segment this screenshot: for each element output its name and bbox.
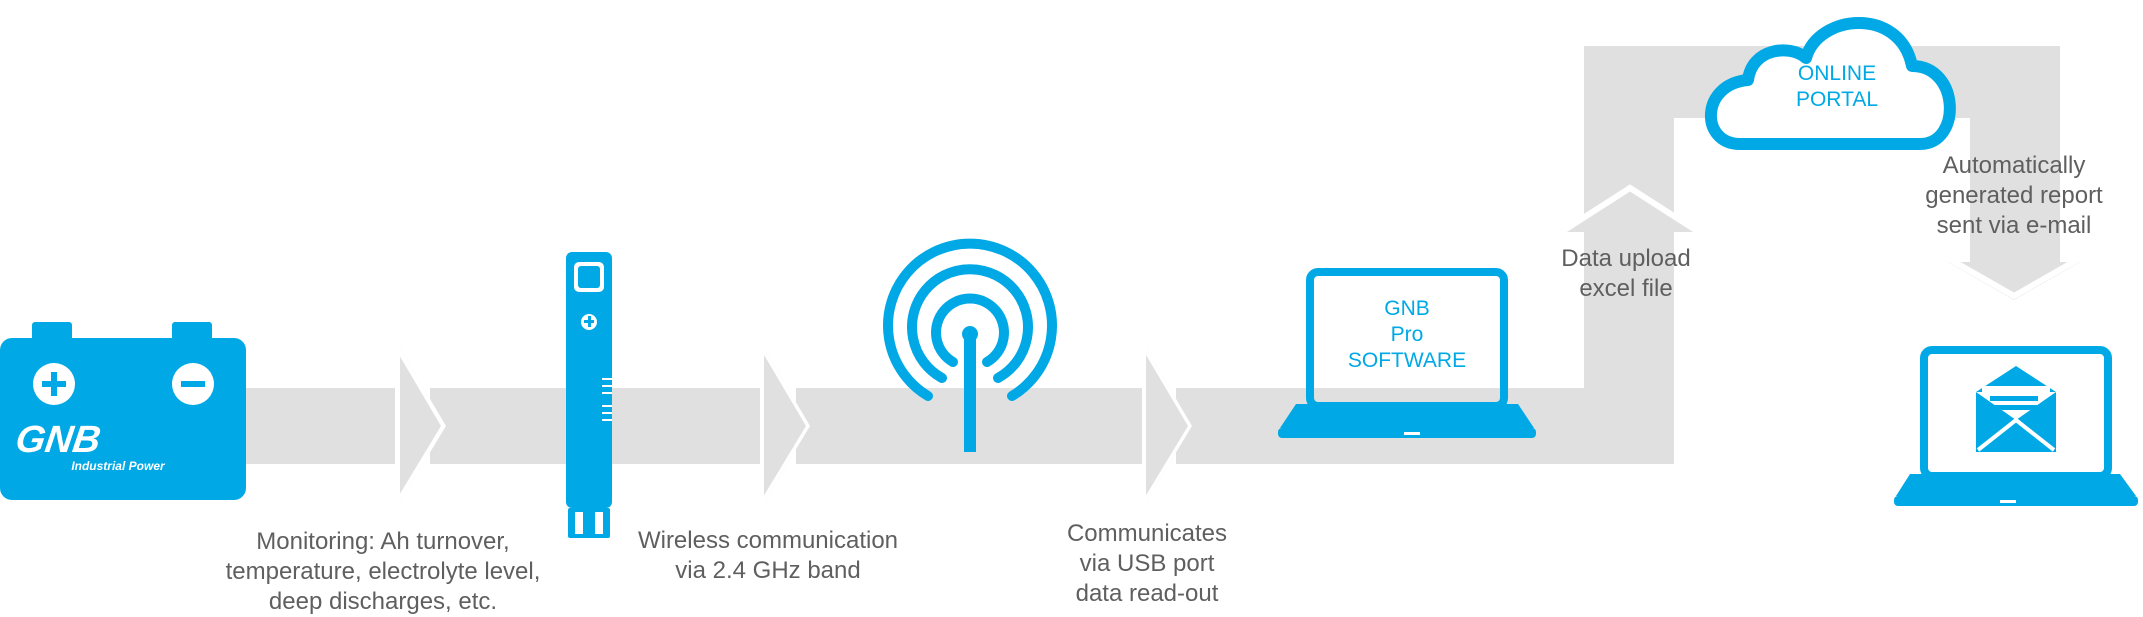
battery-logo: GNB (13, 418, 103, 461)
laptop-screen-line-2: Pro (1390, 323, 1424, 346)
caption-wireless-line-1: Wireless communication (637, 527, 899, 554)
caption-wireless: Wireless communication via 2.4 GHz band (618, 526, 918, 586)
caption-wireless-line-2: via 2.4 GHz band (675, 557, 861, 584)
caption-usb-line-3: data read-out (1075, 580, 1219, 607)
cloud-icon (1704, 17, 1956, 150)
caption-monitoring-line-2: temperature, electrolyte level, (225, 558, 541, 585)
caption-upload-line-2: excel file (1579, 275, 1673, 302)
cloud-label: ONLINE PORTAL (1772, 61, 1902, 113)
laptop-screen-label: GNB Pro SOFTWARE (1337, 296, 1477, 374)
caption-monitoring-line-1: Monitoring: Ah turnover, (256, 528, 510, 555)
caption-usb: Communicates via USB port data read-out (1042, 519, 1252, 609)
laptop-software-icon (1278, 268, 1536, 438)
laptop-email-icon (1894, 346, 2138, 506)
upload-arrow (1550, 184, 1710, 241)
caption-email-line-2: generated report (1925, 182, 2103, 209)
caption-email: Automatically generated report sent via … (1914, 151, 2114, 241)
caption-usb-line-2: via USB port (1079, 550, 1215, 577)
battery-icon: GNB Industrial Power (0, 322, 246, 500)
envelope-icon (1976, 366, 2056, 452)
wireless-signal-icon (883, 238, 1057, 452)
laptop-screen-line-3: SOFTWARE (1347, 349, 1467, 372)
caption-upload-line-1: Data upload (1561, 245, 1691, 272)
cloud-label-line-2: PORTAL (1795, 88, 1879, 111)
email-arrow (1942, 253, 2086, 300)
caption-monitoring: Monitoring: Ah turnover, temperature, el… (198, 527, 568, 617)
laptop-screen-line-1: GNB (1384, 297, 1430, 320)
caption-monitoring-line-3: deep discharges, etc. (268, 588, 498, 615)
sensor-device-icon (566, 252, 612, 538)
caption-usb-line-1: Communicates (1066, 520, 1228, 547)
caption-upload: Data upload excel file (1536, 244, 1716, 304)
battery-logo-subtitle: Industrial Power (71, 459, 166, 473)
cloud-label-line-1: ONLINE (1797, 62, 1877, 85)
flow-chevrons (400, 348, 1192, 502)
caption-email-line-3: sent via e-mail (1936, 212, 2092, 239)
caption-email-line-1: Automatically (1942, 152, 2086, 179)
